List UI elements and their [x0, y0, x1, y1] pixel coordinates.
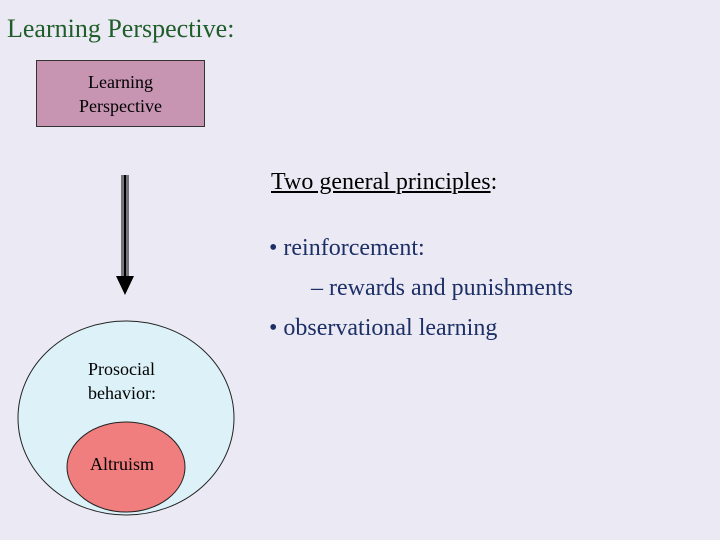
prosocial-line2: behavior:	[88, 383, 156, 403]
sub-bullet-rewards: – rewards and punishments	[311, 275, 573, 301]
principles-heading-colon: :	[490, 169, 498, 195]
learning-box-line2: Perspective	[79, 95, 162, 116]
arrow-head	[116, 276, 134, 295]
altruism-circle	[66, 421, 186, 513]
prosocial-behavior-label: Prosocial behavior:	[88, 357, 156, 405]
principles-heading: Two general principles:	[271, 169, 497, 196]
learning-perspective-box: Learning Perspective	[36, 60, 205, 127]
bullet-observational: • observational learning	[269, 315, 498, 341]
slide-title: Learning Perspective:	[7, 14, 235, 43]
principles-heading-text: Two general principles	[271, 169, 491, 195]
prosocial-line1: Prosocial	[88, 359, 155, 379]
bullet-reinforcement: • reinforcement:	[269, 235, 425, 261]
altruism-label: Altruism	[90, 454, 155, 474]
principles-list: • reinforcement: – rewards and punishmen…	[269, 228, 573, 348]
learning-box-line1: Learning	[88, 71, 153, 92]
